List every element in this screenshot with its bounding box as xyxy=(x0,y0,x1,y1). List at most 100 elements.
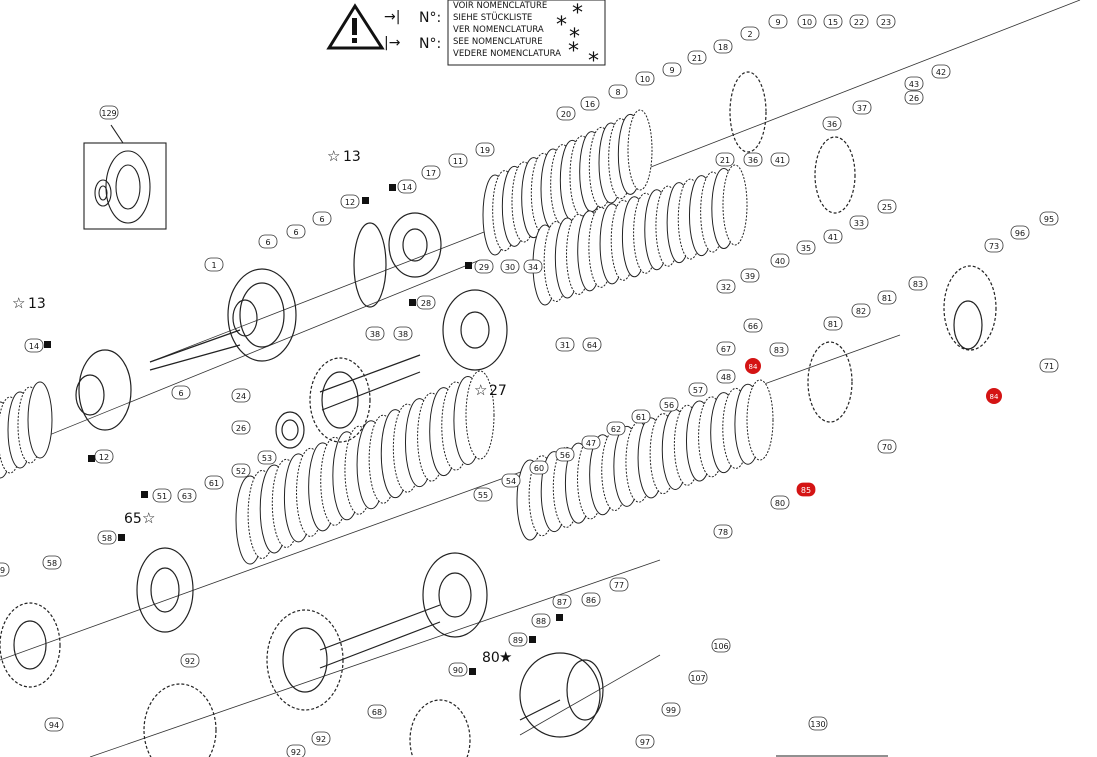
callout-text: 99 xyxy=(666,706,676,715)
callout-text: 61 xyxy=(209,479,219,488)
legend: →| |→ N°: N°: VOIR NOMENCLATURE SIEHE ST… xyxy=(326,0,606,74)
callout-text: 85 xyxy=(801,486,811,495)
callout-text: 23 xyxy=(881,18,891,27)
callout-61: 61 xyxy=(204,475,224,490)
nomenclature-de: SIEHE STÜCKLISTE xyxy=(453,12,532,23)
star-5: * xyxy=(588,49,599,74)
callout-6: 6 xyxy=(258,234,278,249)
callout-26: 26 xyxy=(231,420,251,435)
callout-77: 77 xyxy=(609,577,629,592)
callout-81: 81 xyxy=(823,316,843,331)
callout-12: 12 xyxy=(94,449,114,464)
callout-text: 64 xyxy=(587,341,597,350)
callout-41: 41 xyxy=(823,229,843,244)
callout-text: 95 xyxy=(1044,215,1054,224)
callout-39: 39 xyxy=(740,268,760,283)
callout-40: 40 xyxy=(770,253,790,268)
callout-43: 43 xyxy=(904,76,924,91)
callout-text: 82 xyxy=(856,307,866,316)
callout-text: 107 xyxy=(690,674,705,683)
callout-text: 34 xyxy=(528,263,538,272)
callout-text: 8 xyxy=(615,88,620,97)
callout-78: 78 xyxy=(713,524,733,539)
callout-text: 54 xyxy=(506,477,516,486)
callout-text: 70 xyxy=(882,443,892,452)
callout-text: 83 xyxy=(913,280,923,289)
callout-text: 17 xyxy=(426,169,436,178)
callout-10: 10 xyxy=(635,71,655,86)
callout-29: 29 xyxy=(474,259,494,274)
callout-64: 64 xyxy=(582,337,602,352)
callout-68: 68 xyxy=(367,704,387,719)
hub-12 xyxy=(353,212,508,371)
callout-61: 61 xyxy=(631,409,651,424)
callout-text: 61 xyxy=(636,413,646,422)
callout-32: 32 xyxy=(716,279,736,294)
callout-text: 24 xyxy=(236,392,246,401)
callout-84-highlight: 84 xyxy=(745,358,761,374)
clutch-pack-middle xyxy=(532,164,748,306)
callout-text: 1 xyxy=(211,261,216,270)
callout-58: 58 xyxy=(42,555,62,570)
callout-42: 42 xyxy=(931,64,951,79)
callout-12: 12 xyxy=(340,194,360,209)
callout-36: 36 xyxy=(822,116,842,131)
warning-icon xyxy=(326,3,385,50)
callout-text: 15 xyxy=(828,18,838,27)
callout-31: 31 xyxy=(555,337,575,352)
callout-71: 71 xyxy=(1039,358,1059,373)
callout-text: 77 xyxy=(614,581,624,590)
callout-67: 67 xyxy=(716,341,736,356)
callout-14: 14 xyxy=(24,338,44,353)
annotation-13-top-text: 13 xyxy=(343,149,361,165)
callout-92: 92 xyxy=(286,744,306,757)
gear-left-bottom xyxy=(0,602,61,688)
callout-11: 11 xyxy=(448,153,468,168)
callout-58: 58 xyxy=(97,530,117,545)
callout-text: 26 xyxy=(909,94,919,103)
callout-129: 129 xyxy=(99,105,119,120)
callout-text: 38 xyxy=(370,330,380,339)
callout-text: 92 xyxy=(185,657,195,666)
callout-62: 62 xyxy=(606,421,626,436)
callout-text: 96 xyxy=(1015,229,1025,238)
callout-text: 22 xyxy=(854,18,864,27)
callout-text: 10 xyxy=(640,75,650,84)
annotation-79: 80 ★ xyxy=(482,648,512,666)
callout-text: 12 xyxy=(99,453,109,462)
legend-n-label-2: N°: xyxy=(419,36,441,52)
callout-10: 10 xyxy=(797,14,817,29)
callout-9: 9 xyxy=(768,14,788,29)
annotation-13-left: ☆ 13 xyxy=(12,294,46,312)
callout-text: 88 xyxy=(536,617,546,626)
callout-labels: 1291266668991010111212141415161718192021… xyxy=(0,14,1059,757)
callout-97: 97 xyxy=(635,734,655,749)
callout-text: 20 xyxy=(561,110,571,119)
callout-51: 51 xyxy=(152,488,172,503)
callout-21: 21 xyxy=(687,50,707,65)
callout-83: 83 xyxy=(908,276,928,291)
annotation-27: ☆ 27 xyxy=(474,381,507,399)
callout-text: 78 xyxy=(718,528,728,537)
callout-81: 81 xyxy=(877,290,897,305)
gear-2-cluster xyxy=(729,71,997,423)
callout-text: 36 xyxy=(748,156,758,165)
callout-92: 92 xyxy=(180,653,200,668)
annotation-64: 65 ☆ xyxy=(124,509,155,527)
callout-14: 14 xyxy=(397,179,417,194)
annotation-27-text: 27 xyxy=(489,383,507,399)
callout-63: 63 xyxy=(177,488,197,503)
callout-text: 35 xyxy=(801,244,811,253)
callout-text: 42 xyxy=(936,68,946,77)
callout-6: 6 xyxy=(286,224,306,239)
callout-84-text: 84 xyxy=(749,363,758,371)
square-markers xyxy=(44,184,563,675)
callout-9: 9 xyxy=(662,62,682,77)
callout-text: 30 xyxy=(505,263,515,272)
callout-55: 55 xyxy=(473,487,493,502)
callout-text: 97 xyxy=(640,738,650,747)
callout-87: 87 xyxy=(552,594,572,609)
callout-text: 48 xyxy=(721,373,731,382)
callout-33: 33 xyxy=(849,215,869,230)
bearing-26 xyxy=(275,411,305,449)
